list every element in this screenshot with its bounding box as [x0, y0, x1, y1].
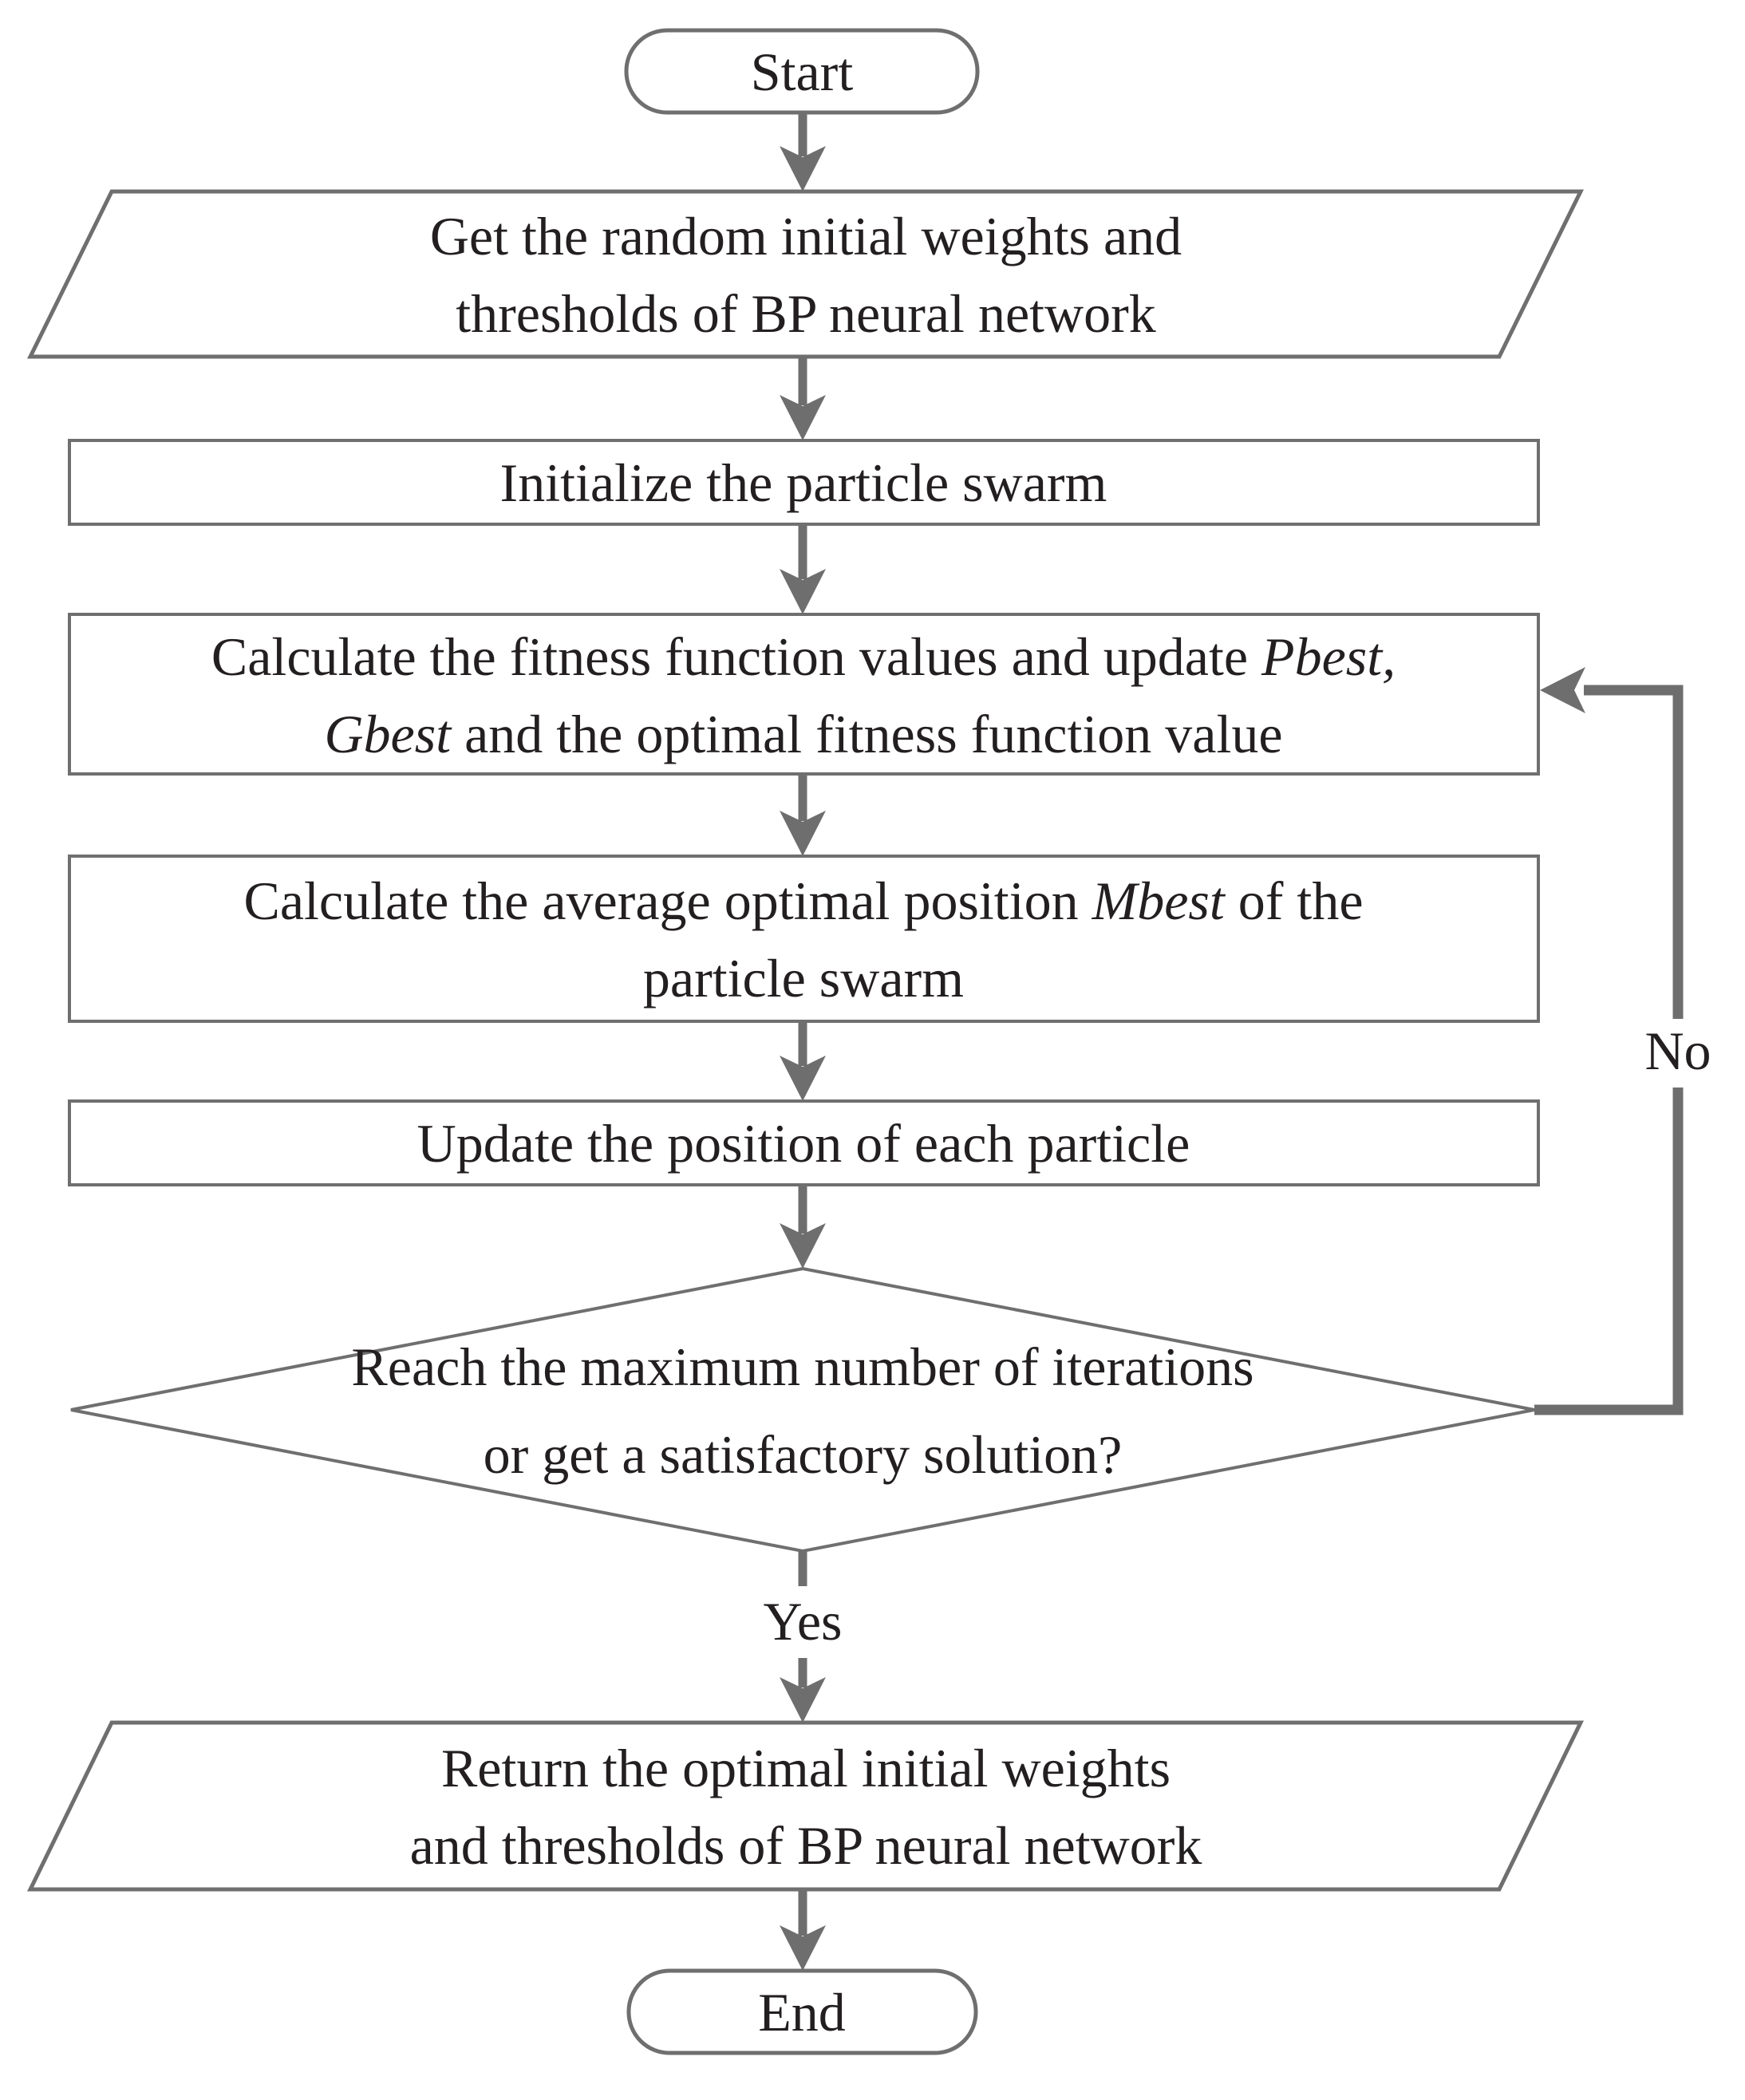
get-weights-line2: thresholds of BP neural network — [456, 283, 1156, 344]
return-weights-line1: Return the optimal initial weights — [441, 1738, 1171, 1798]
end-label: End — [758, 1982, 846, 2043]
calc-mbest-mbest: Mbest — [1092, 870, 1226, 931]
calc-mbest-line1-tail: of the — [1225, 870, 1364, 931]
calc-fitness-line2: Gbest and the optimal fitness function v… — [324, 704, 1282, 764]
init-swarm-label: Initialize the particle swarm — [500, 452, 1107, 513]
calc-fitness-line1: Calculate the fitness function values an… — [211, 626, 1396, 687]
arrow-init-to-calc-fitness — [780, 524, 826, 614]
arrow-calc-mbest-to-update — [780, 1021, 826, 1101]
calc-fitness-line1-text: Calculate the fitness function values an… — [211, 626, 1261, 687]
decision-line2: or get a satisfactory solution? — [484, 1424, 1123, 1485]
update-position-node: Update the position of each particle — [68, 1099, 1540, 1186]
update-position-label: Update the position of each particle — [417, 1113, 1190, 1174]
get-weights-node: Get the random initial weights and thres… — [26, 189, 1585, 359]
arrow-return-to-end — [780, 1889, 826, 1971]
calc-fitness-gbest: Gbest — [324, 704, 452, 764]
yes-edge-label: Yes — [764, 1591, 843, 1652]
arrow-update-to-decision — [780, 1185, 826, 1269]
start-node: Start — [624, 28, 980, 115]
get-weights-line1: Get the random initial weights and — [430, 206, 1182, 266]
edge-decision-no-loop — [1534, 667, 1684, 1415]
calc-fitness-pbest: Pbest, — [1261, 626, 1396, 687]
decision-line1: Reach the maximum number of iterations — [351, 1336, 1253, 1397]
calc-mbest-line1: Calculate the average optimal position M… — [243, 870, 1363, 931]
start-label: Start — [751, 41, 854, 102]
decision-node: Reach the maximum number of iterations o… — [70, 1266, 1535, 1553]
arrow-calc-fitness-to-calc-mbest — [780, 774, 826, 856]
end-node: End — [626, 1968, 978, 2055]
calc-fitness-line2-text: and the optimal fitness function value — [451, 704, 1282, 764]
edge-decision-yes — [780, 1551, 826, 1723]
calc-fitness-node: Calculate the fitness function values an… — [68, 613, 1540, 776]
calc-mbest-line2: particle swarm — [643, 948, 964, 1009]
return-weights-line2: and thresholds of BP neural network — [410, 1815, 1202, 1876]
init-swarm-node: Initialize the particle swarm — [68, 439, 1540, 526]
calc-mbest-line1-text: Calculate the average optimal position — [243, 870, 1092, 931]
no-edge-label: No — [1644, 1020, 1711, 1081]
calc-mbest-node: Calculate the average optimal position M… — [68, 855, 1540, 1023]
arrow-start-to-get-weights — [780, 112, 826, 191]
arrow-get-weights-to-init — [780, 357, 826, 440]
return-weights-node: Return the optimal initial weights and t… — [26, 1720, 1585, 1892]
